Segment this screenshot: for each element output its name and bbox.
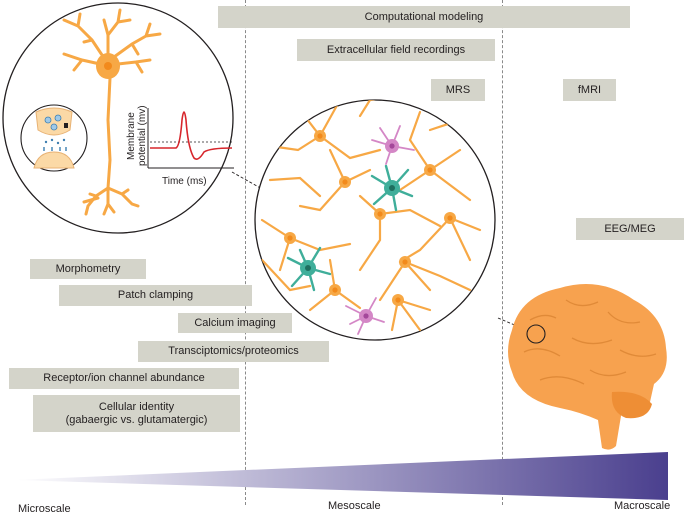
- method-computational-modeling: Computational modeling: [218, 6, 630, 28]
- brain-illustration: [508, 284, 667, 450]
- scale-label-macro: Macroscale: [614, 500, 671, 512]
- method-morphometry: Morphometry: [30, 259, 146, 279]
- scale-label-micro: Microscale: [18, 503, 71, 515]
- method-receptor-ion-channel-abundance: Receptor/ion channel abundance: [9, 368, 239, 389]
- meso-macro-divider: [502, 0, 503, 505]
- method-transcriptomics-proteomics: Transciptomics/proteomics: [138, 341, 329, 362]
- cellular-identity-line2: (gabaergic vs. glutamatergic): [65, 413, 208, 426]
- cellular-identity-line1: Cellular identity: [98, 400, 175, 413]
- method-extracellular-field-recordings: Extracellular field recordings: [297, 39, 495, 61]
- method-mrs: MRS: [431, 79, 485, 101]
- neural-network-panel: [254, 99, 537, 341]
- plot-ylabel-line2: potential (mv): [137, 105, 148, 166]
- astrocyte-cells: [286, 164, 414, 292]
- scale-gradient-wedge: [14, 452, 668, 500]
- method-fmri: fMRI: [563, 79, 616, 101]
- plot-ylabel-line1: Membrane: [126, 112, 137, 160]
- method-eeg-meg: EEG/MEG: [576, 218, 684, 240]
- micro-meso-divider: [245, 0, 246, 505]
- single-neuron-panel: [2, 2, 265, 234]
- synapse-inset: [20, 104, 88, 172]
- method-patch-clamping: Patch clamping: [59, 285, 252, 306]
- membrane-potential-plot: [147, 108, 234, 169]
- plot-xlabel: Time (ms): [162, 176, 207, 187]
- scale-label-meso: Mesoscale: [328, 500, 381, 512]
- microglia-cells: [345, 125, 415, 335]
- method-calcium-imaging: Calcium imaging: [178, 313, 292, 333]
- method-cellular-identity: Cellular identity (gabaergic vs. glutama…: [33, 395, 240, 432]
